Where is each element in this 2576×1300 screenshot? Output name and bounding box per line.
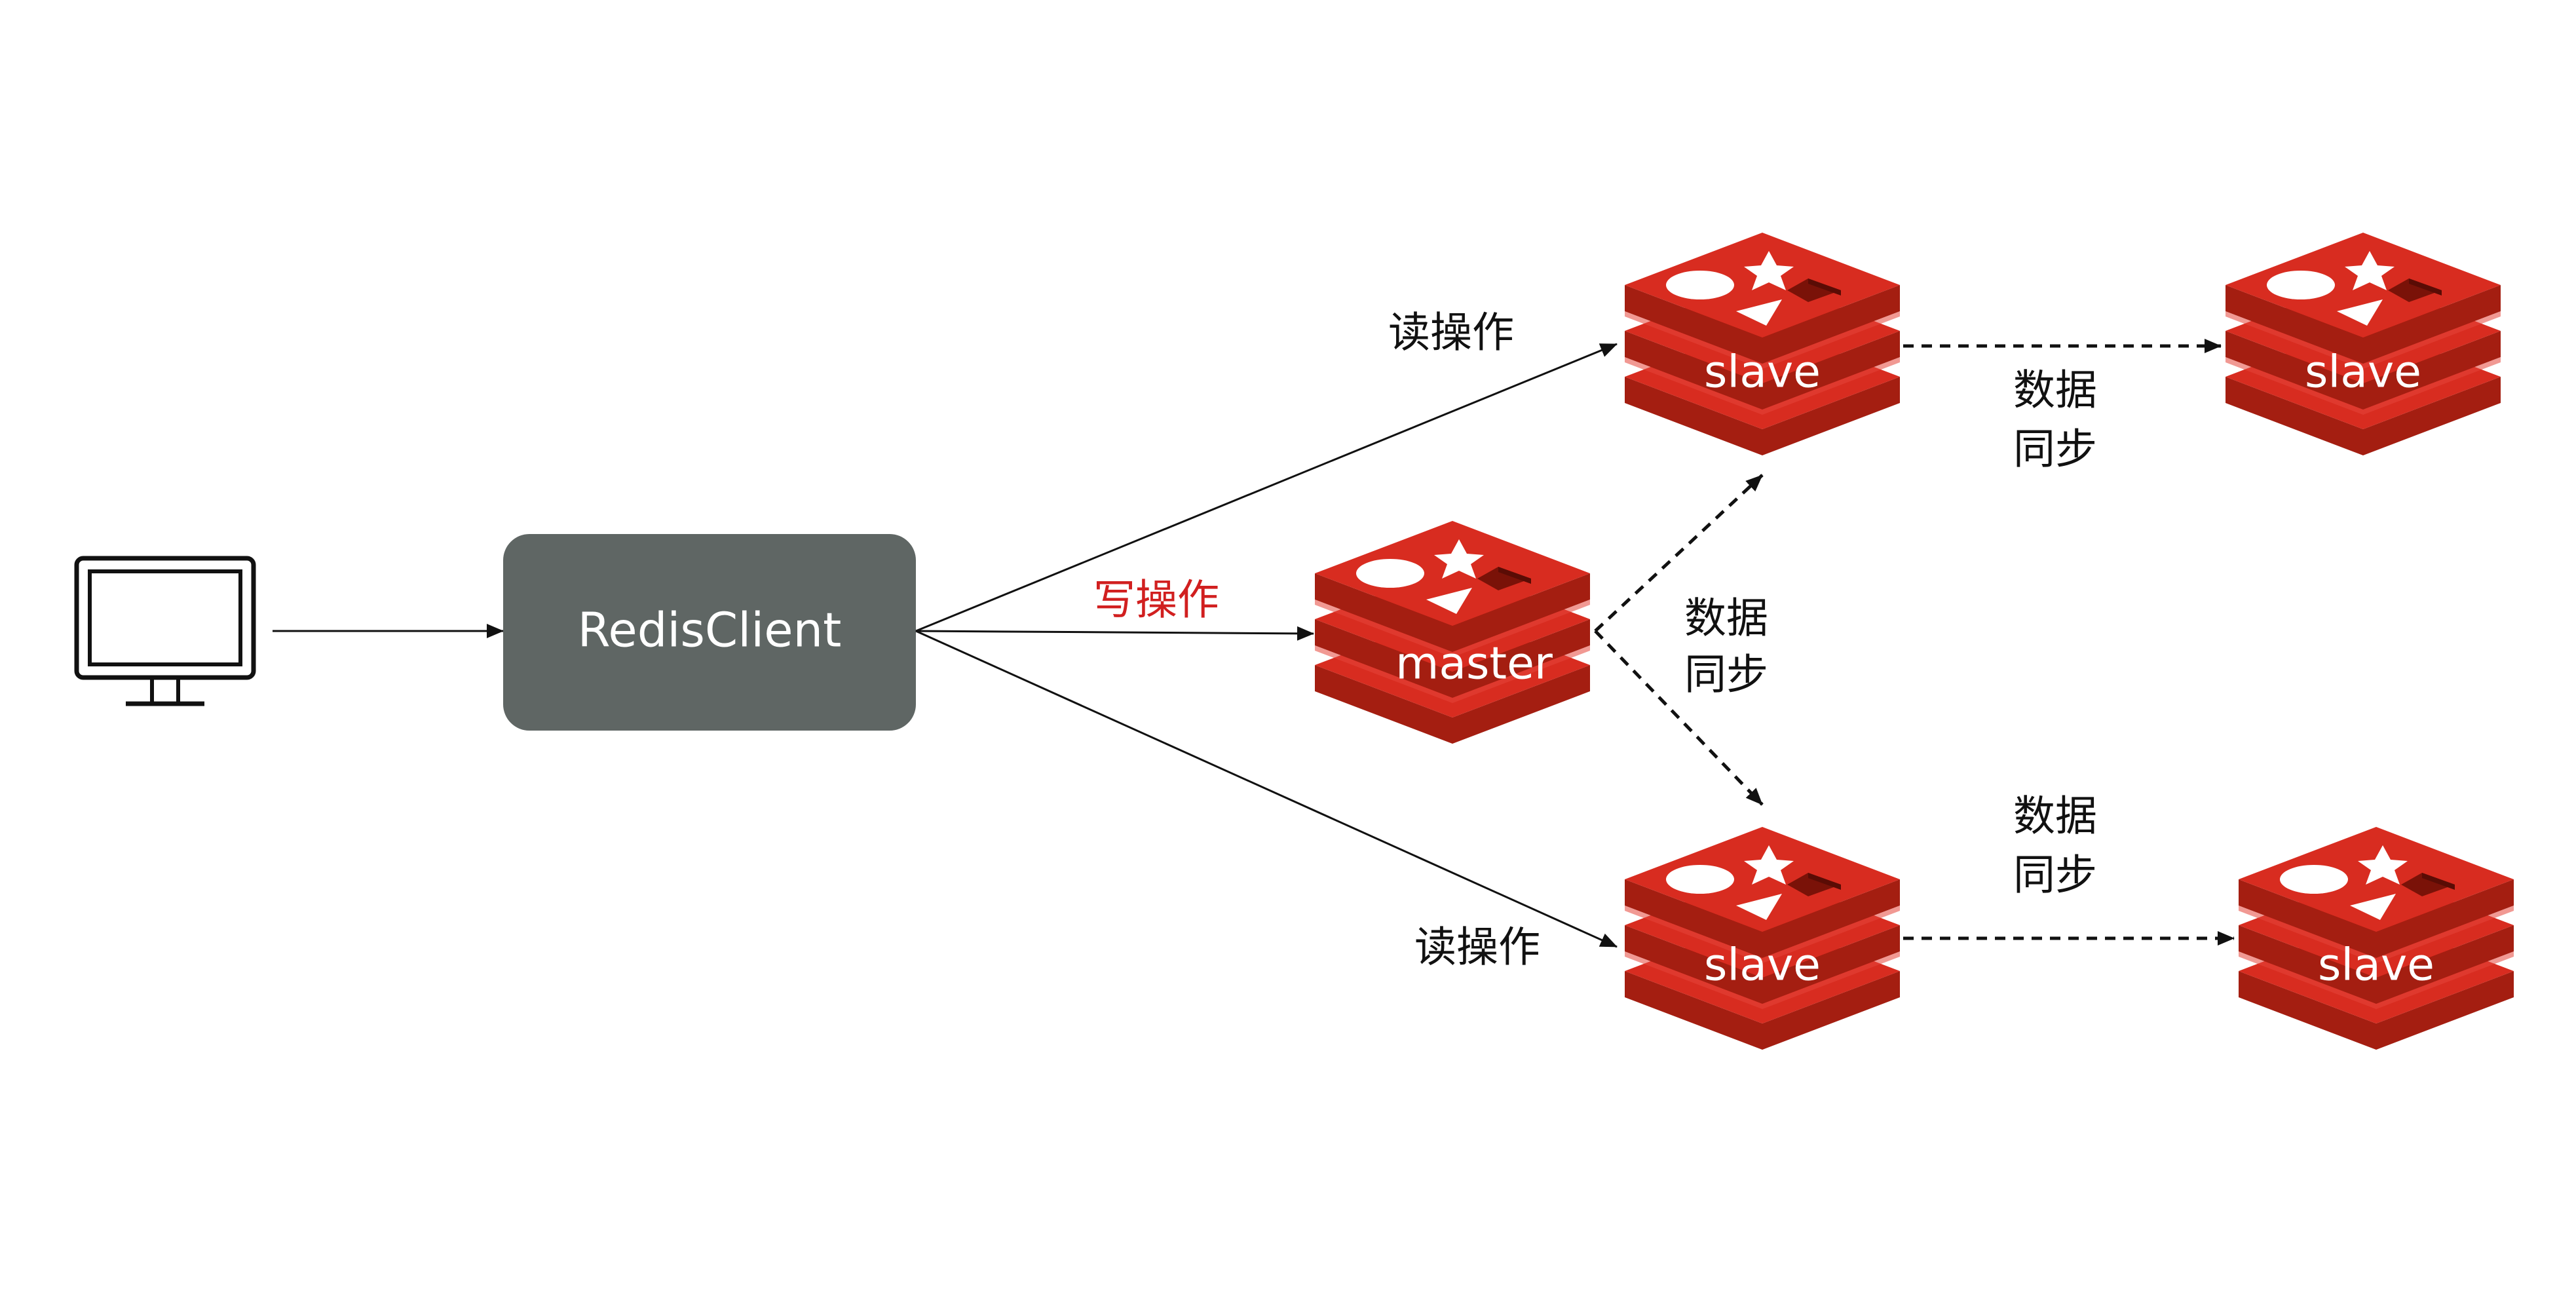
read-operation-label-bottom: 读操作	[1414, 924, 1540, 972]
redis-client-node: RedisClient	[503, 534, 916, 731]
redis-slave-bottom-right-node: slave	[2239, 827, 2514, 1050]
sync-label-master-line2: 同步	[1684, 651, 1768, 700]
redis-slave-bottom-node: slave	[1625, 827, 1900, 1050]
sync-label-top-line1: 数据	[2013, 367, 2097, 415]
monitor-icon	[74, 556, 256, 706]
slave-top-label: slave	[1704, 347, 1821, 398]
slave-top-right-label: slave	[2305, 347, 2421, 398]
redis-logo-icon	[1625, 233, 1900, 455]
sync-label-master: 数据 同步	[1684, 595, 1768, 700]
write-operation-label: 写操作	[1093, 577, 1219, 625]
slave-bottom-label: slave	[1704, 940, 1821, 991]
redis-master-node: master	[1315, 521, 1590, 744]
redis-logo-icon	[1315, 521, 1590, 744]
arrow-client-to-slave-top	[915, 343, 1618, 632]
sync-arrow-master-to-slave-top	[1594, 474, 1764, 632]
redis-slave-top-right-node: slave	[2226, 233, 2501, 455]
sync-arrow-master-to-slave-bottom	[1594, 630, 1764, 806]
redis-logo-icon	[2239, 827, 2514, 1050]
slave-bottom-right-label: slave	[2318, 940, 2434, 991]
sync-label-top-line2: 同步	[2013, 426, 2097, 474]
redis-slave-top-node: slave	[1625, 233, 1900, 455]
arrow-client-to-slave-bottom	[915, 630, 1618, 948]
read-operation-label-top: 读操作	[1388, 309, 1514, 358]
sync-label-master-line1: 数据	[1684, 595, 1768, 643]
redis-client-label: RedisClient	[578, 603, 842, 658]
master-label: master	[1395, 638, 1553, 690]
sync-label-top: 数据 同步	[2013, 367, 2097, 474]
sync-label-bottom-line2: 同步	[2013, 852, 2097, 900]
sync-label-bottom-line1: 数据	[2013, 793, 2097, 841]
arrow-client-to-master	[915, 626, 1314, 641]
redis-logo-icon	[2226, 233, 2501, 455]
sync-label-bottom: 数据 同步	[2013, 793, 2097, 900]
redis-logo-icon	[1625, 827, 1900, 1050]
